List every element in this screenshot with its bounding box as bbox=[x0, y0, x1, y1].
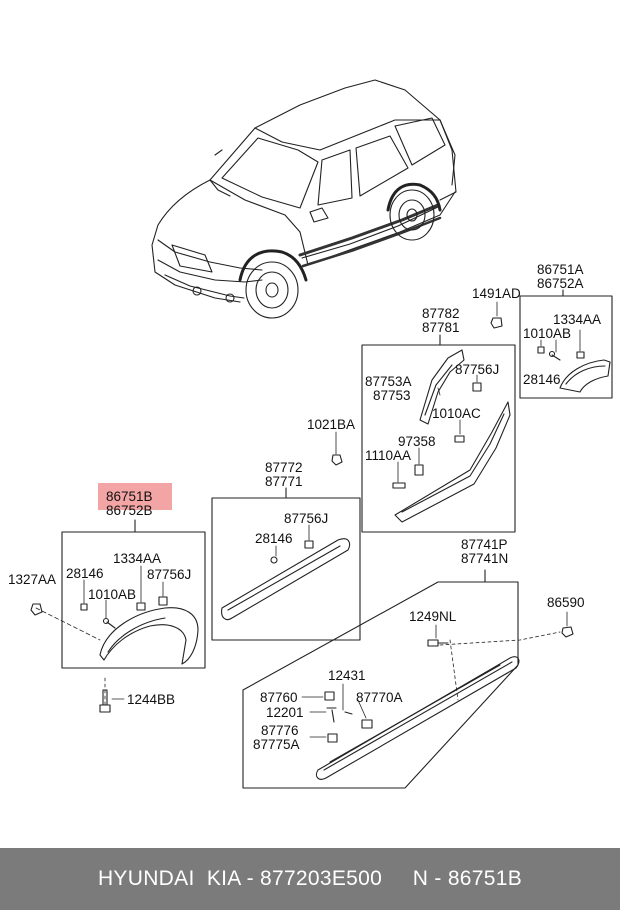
part-label-87753[interactable]: 87753 bbox=[373, 388, 411, 403]
part-label-87760[interactable]: 87760 bbox=[260, 690, 298, 705]
part-label-87756J-left[interactable]: 87756J bbox=[147, 567, 192, 582]
car-illustration bbox=[151, 79, 457, 319]
part-label-1010AB-right[interactable]: 1010AB bbox=[523, 326, 572, 341]
part-label-1249NL[interactable]: 1249NL bbox=[409, 609, 457, 624]
part-label-86752B[interactable]: 86752B bbox=[106, 503, 153, 518]
part-label-1010AC[interactable]: 1010AC bbox=[432, 406, 481, 421]
part-label-87781[interactable]: 87781 bbox=[422, 320, 460, 335]
part-label-1334AA-left[interactable]: 1334AA bbox=[113, 551, 162, 566]
part-label-1334AA-right[interactable]: 1334AA bbox=[553, 312, 602, 327]
part-label-97358[interactable]: 97358 bbox=[398, 434, 436, 449]
part-label-87782[interactable]: 87782 bbox=[422, 306, 460, 321]
bottom-group bbox=[242, 569, 574, 789]
part-label-1244BB[interactable]: 1244BB bbox=[127, 692, 176, 707]
part-label-87772[interactable]: 87772 bbox=[265, 460, 303, 475]
part-label-1021BA[interactable]: 1021BA bbox=[307, 417, 356, 432]
part-label-12431[interactable]: 12431 bbox=[328, 668, 366, 683]
part-label-87775A[interactable]: 87775A bbox=[253, 737, 300, 752]
diagram-drawing bbox=[30, 79, 613, 789]
part-label-87753A[interactable]: 87753A bbox=[365, 374, 412, 389]
part-label-28146-mid[interactable]: 28146 bbox=[255, 531, 293, 546]
part-label-87776[interactable]: 87776 bbox=[261, 723, 299, 738]
part-label-87770A[interactable]: 87770A bbox=[356, 690, 403, 705]
part-label-1110AA[interactable]: 1110AA bbox=[365, 448, 412, 463]
part-label-87756J-right[interactable]: 87756J bbox=[455, 362, 500, 377]
part-label-86752A[interactable]: 86752A bbox=[537, 276, 584, 291]
part-label-1491AD[interactable]: 1491AD bbox=[472, 286, 521, 301]
part-label-86751A[interactable]: 86751A bbox=[537, 262, 584, 277]
left-group bbox=[30, 519, 206, 713]
part-label-86590[interactable]: 86590 bbox=[547, 595, 585, 610]
part-label-28146-left[interactable]: 28146 bbox=[66, 566, 104, 581]
footer-part-number: HYUNDAI KIA - 877203E500 N - 86751B bbox=[97, 867, 523, 890]
part-label-87741P[interactable]: 87741P bbox=[461, 537, 508, 552]
middle-group bbox=[211, 431, 361, 641]
part-label-87741N[interactable]: 87741N bbox=[461, 551, 509, 566]
part-label-87756J-mid[interactable]: 87756J bbox=[284, 511, 329, 526]
far-right-group bbox=[519, 289, 613, 399]
part-label-28146-right[interactable]: 28146 bbox=[523, 372, 561, 387]
part-label-1010AB-left[interactable]: 1010AB bbox=[88, 587, 137, 602]
part-label-86751B[interactable]: 86751B bbox=[106, 489, 153, 504]
highlight-86751B bbox=[98, 483, 172, 510]
part-label-1327AA[interactable]: 1327AA bbox=[8, 572, 57, 587]
part-label-12201[interactable]: 12201 bbox=[266, 705, 304, 720]
parts-diagram: 86751B 86752B 1327AA 28146 1334AA 87756J… bbox=[8, 79, 613, 789]
part-label-87771[interactable]: 87771 bbox=[265, 474, 303, 489]
footer-bar: HYUNDAI KIA - 877203E500 N - 86751B bbox=[0, 848, 620, 910]
right-group bbox=[361, 301, 516, 533]
